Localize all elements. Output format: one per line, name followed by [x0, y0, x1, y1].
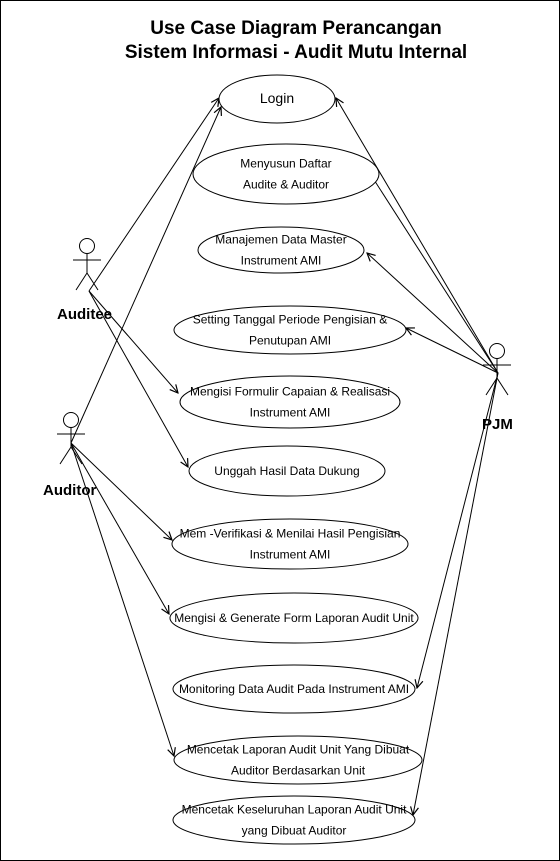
use-case-label: Mem -Verifikasi & Menilai Hasil Pengisia… — [180, 527, 401, 541]
use-case-label: Auditor Berdasarkan Unit — [231, 764, 366, 778]
title-line-1: Use Case Diagram Perancangan — [150, 18, 442, 39]
association-line-auditee-to-unggah — [88, 290, 188, 467]
association-line-pjm-to-daftar — [369, 172, 499, 374]
use-case-label: Instrument AMI — [250, 406, 331, 420]
use-case-label: Mencetak Laporan Audit Unit Yang Dibuat — [187, 743, 410, 757]
association-line-pjm-to-cetak-semua — [413, 372, 499, 815]
use-case-label: Manajemen Data Master — [215, 233, 346, 247]
actor-label: PJM — [482, 416, 513, 433]
use-case-label: yang Dibuat Auditor — [242, 824, 347, 838]
use-case-ellipse — [192, 143, 380, 205]
use-case-label: Instrument AMI — [250, 548, 331, 562]
use-case-label: Instrument AMI — [241, 254, 322, 268]
use-case-label: Setting Tanggal Periode Pengisian & — [193, 313, 388, 327]
use-case-label: Unggah Hasil Data Dukung — [214, 464, 359, 478]
association-line-auditor-to-generate — [70, 442, 169, 614]
actor-auditor: Auditor — [43, 412, 96, 499]
association-line-auditee-to-mengisi — [88, 290, 178, 393]
use-case-label: Penutupan AMI — [249, 334, 331, 348]
association-line-pjm-to-login — [336, 98, 499, 374]
use-case-verifikasi: Mem -Verifikasi & Menilai Hasil Pengisia… — [171, 518, 409, 570]
use-case-cetak-unit: Mencetak Laporan Audit Unit Yang DibuatA… — [173, 735, 423, 785]
use-case-label: Mengisi Formulir Capaian & Realisasi — [190, 385, 390, 399]
use-case-ellipse — [172, 795, 416, 845]
association-line-auditor-to-login — [70, 107, 221, 444]
association-line-auditor-to-verifikasi — [70, 442, 172, 540]
use-case-ellipse — [172, 664, 416, 714]
actor-stick-figure-icon — [57, 412, 85, 465]
use-case-label: Mengisi & Generate Form Laporan Audit Un… — [174, 611, 414, 625]
use-case-ellipse — [197, 226, 365, 274]
use-case-unggah: Unggah Hasil Data Dukung — [188, 445, 386, 497]
use-case-generate: Mengisi & Generate Form Laporan Audit Un… — [169, 592, 419, 644]
association-line-pjm-to-monitoring — [417, 372, 499, 688]
use-case-label: Menyusun Daftar — [240, 157, 331, 171]
association-line-auditor-to-cetak-unit — [70, 442, 174, 756]
actor-pjm: PJM — [482, 343, 513, 433]
association-line-pjm-to-setting — [406, 328, 499, 374]
use-case-ellipse — [169, 592, 419, 644]
use-case-label: Mencetak Keseluruhan Laporan Audit Unit — [182, 803, 407, 817]
use-case-ellipse — [218, 74, 336, 124]
title-line-2: Sistem Informasi - Audit Mutu Internal — [124, 42, 468, 63]
use-case-label: Audite & Auditor — [243, 178, 329, 192]
use-case-setting: Setting Tanggal Periode Pengisian & Penut… — [173, 305, 407, 355]
associations-layer — [70, 98, 499, 815]
use-case-monitoring: Monitoring Data Audit Pada Instrument AM… — [172, 664, 416, 714]
diagram-title: Use Case Diagram Perancangan Sistem Info… — [91, 17, 501, 65]
actor-label: Auditor — [43, 482, 96, 499]
use-case-cetak-semua: Mencetak Keseluruhan Laporan Audit Unit y… — [172, 795, 416, 845]
use-case-ellipse — [188, 445, 386, 497]
actor-stick-figure-icon — [483, 343, 511, 396]
actor-auditee: Auditee — [57, 238, 112, 323]
actor-stick-figure-icon — [73, 238, 101, 291]
use-case-label: Login — [260, 90, 294, 106]
use-case-ellipse — [173, 735, 423, 785]
use-case-ellipse — [173, 305, 407, 355]
use-case-ellipse — [179, 375, 401, 429]
actor-label: Auditee — [57, 306, 112, 323]
use-case-login: Login — [218, 74, 336, 124]
use-case-label: Monitoring Data Audit Pada Instrument AM… — [179, 682, 409, 696]
association-line-auditee-to-login — [88, 98, 219, 292]
use-case-ellipse — [171, 518, 409, 570]
association-line-pjm-to-manajemen — [367, 253, 499, 374]
use-case-mengisi: Mengisi Formulir Capaian & RealisasiInst… — [179, 375, 401, 429]
